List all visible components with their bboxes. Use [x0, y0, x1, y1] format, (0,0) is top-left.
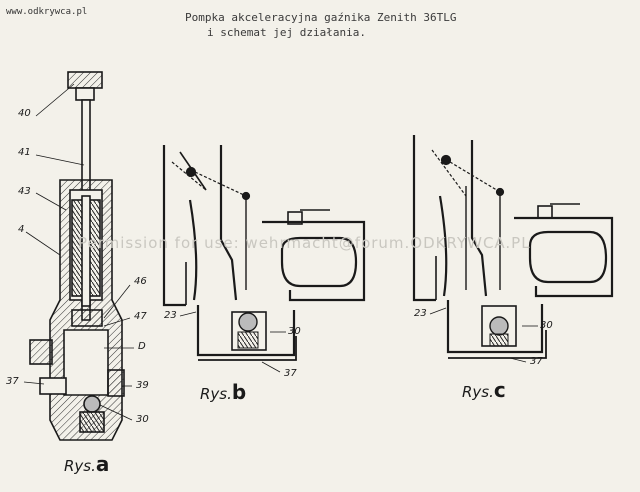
- caption-b-prefix: Rys.: [200, 385, 232, 403]
- caption-a-letter: a: [95, 452, 110, 476]
- label-41: 41: [18, 147, 31, 158]
- figure-a-pump-section: [29, 71, 125, 441]
- title-line-1: Pompka akceleracyjna gaźnika Zenith 36TL…: [185, 11, 457, 24]
- label-23-b: 23: [164, 310, 177, 321]
- caption-figure-c: Rys.c: [462, 378, 506, 402]
- caption-a-prefix: Rys.: [64, 457, 96, 475]
- label-d: D: [138, 341, 146, 352]
- figure-b-schematic: [162, 145, 366, 361]
- figure-c-leaders: [429, 307, 538, 363]
- label-37-a: 37: [6, 376, 19, 387]
- label-37-b: 37: [284, 368, 297, 379]
- caption-figure-b: Rys.b: [200, 380, 246, 404]
- label-4: 4: [18, 224, 25, 235]
- label-46: 46: [134, 276, 147, 287]
- label-39: 39: [136, 380, 149, 391]
- figure-c-schematic: [412, 135, 614, 359]
- label-23-c: 23: [414, 308, 427, 319]
- caption-c-prefix: Rys.: [462, 383, 494, 401]
- label-43: 43: [18, 186, 31, 197]
- title-line-2: i schemat jej działania.: [207, 26, 366, 39]
- figure-b-leaders: [179, 311, 286, 373]
- label-47: 47: [134, 311, 147, 322]
- label-30-a: 30: [136, 414, 149, 425]
- figure-a-leaders: [23, 83, 134, 421]
- label-37-c: 37: [530, 356, 543, 367]
- caption-figure-a: Rys.a: [64, 452, 109, 476]
- page-title: Pompka akceleracyjna gaźnika Zenith 36TL…: [185, 10, 457, 40]
- label-30-b: 30: [288, 326, 301, 337]
- label-30-c: 30: [540, 320, 553, 331]
- label-40: 40: [18, 108, 31, 119]
- caption-c-letter: c: [493, 378, 506, 402]
- watermark-text: Permission for use: wehrmacht@forum.ODKR…: [78, 234, 531, 252]
- caption-b-letter: b: [231, 380, 247, 404]
- site-url: www.odkrywca.pl: [6, 7, 88, 17]
